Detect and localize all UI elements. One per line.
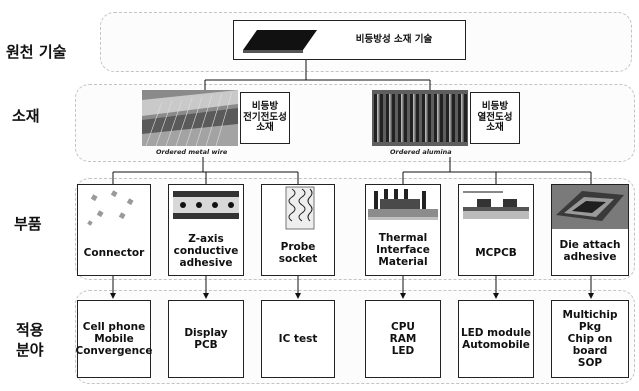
material-caption-metal-wire: Ordered metal wire [156, 148, 227, 156]
component-probe-socket: Probe socket [261, 184, 335, 276]
component-label-probe-socket: Probe socket [262, 233, 334, 273]
material-label-thermal-3: 소재 [486, 123, 503, 134]
application-label-4: CPU RAM LED [366, 301, 440, 377]
tim-illustration [366, 185, 440, 229]
application-box-6: Multichip Pkg Chip on board SOP [551, 300, 629, 378]
component-thermal-interface-material: Thermal Interface Material [365, 184, 441, 276]
application-box-2: Display PCB [168, 300, 244, 378]
die-attach-illustration [552, 185, 628, 229]
material-label-electrical: 비등방 전기전도성 소재 [240, 92, 290, 144]
connector-illustration [78, 185, 150, 231]
film-image [237, 24, 319, 56]
component-mcpcb: MCPCB [458, 184, 534, 276]
component-connector: Connector [77, 184, 151, 276]
source-tech-label: 비등방성 소재 기술 [322, 20, 466, 60]
material-label-thermal: 비등방 열전도성 소재 [470, 92, 520, 144]
component-label-mcpcb: MCPCB [459, 233, 533, 273]
application-box-4: CPU RAM LED [365, 300, 441, 378]
application-label-6: Multichip Pkg Chip on board SOP [552, 301, 628, 377]
application-label-5: LED module Automobile [459, 301, 533, 377]
mcpcb-illustration [459, 185, 533, 231]
material-label-electrical-3: 소재 [256, 123, 273, 134]
material-label-electrical-1: 비등방 [252, 102, 278, 113]
ordered-metal-wire-image [142, 90, 238, 146]
ordered-alumina-image [372, 90, 468, 146]
probe-socket-illustration [262, 185, 334, 231]
application-label-1: Cell phone Mobile Convergence [78, 301, 150, 377]
adhesive-illustration [169, 185, 243, 227]
material-caption-alumina: Ordered alumina [390, 148, 452, 156]
application-box-1: Cell phone Mobile Convergence [77, 300, 151, 378]
component-label-z-axis: Z-axis conductive adhesive [171, 227, 241, 275]
component-label-connector: Connector [78, 233, 150, 273]
component-die-attach-adhesive: Die attach adhesive [551, 184, 629, 276]
application-box-3: IC test [261, 300, 335, 378]
application-box-5: LED module Automobile [458, 300, 534, 378]
component-label-tim: Thermal Interface Material [368, 225, 438, 275]
component-z-axis-adhesive: Z-axis conductive adhesive [168, 184, 244, 276]
material-label-thermal-1: 비등방 [482, 102, 508, 113]
component-label-die-attach: Die attach adhesive [554, 229, 626, 273]
application-label-3: IC test [262, 301, 334, 377]
application-label-2: Display PCB [169, 301, 243, 377]
